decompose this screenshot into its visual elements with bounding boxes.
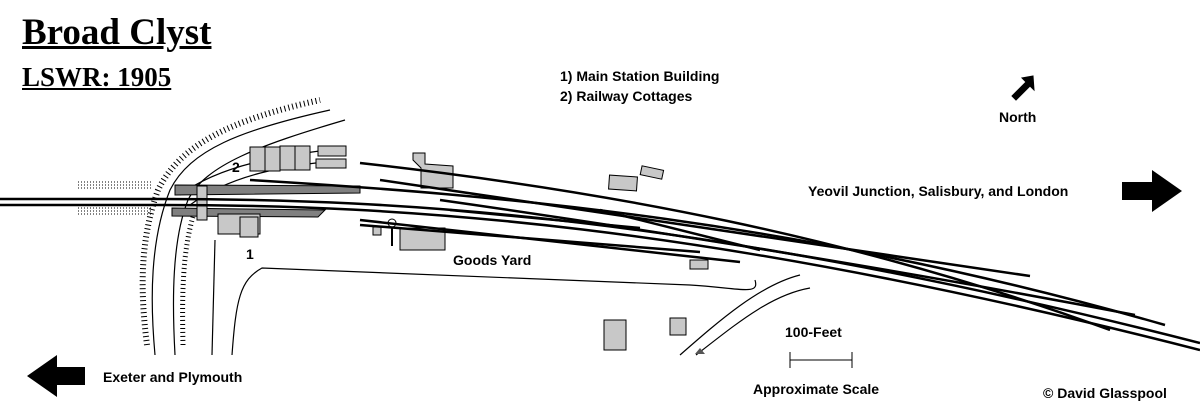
hut — [603, 319, 627, 351]
shed — [317, 145, 347, 157]
copyright: © David Glasspool — [1043, 385, 1167, 401]
road-marker — [695, 348, 705, 354]
railway-tracks — [0, 161, 1200, 352]
down-platform — [171, 207, 327, 218]
cottage — [249, 146, 266, 172]
west-arrow-icon — [27, 355, 85, 397]
marker-1: 1 — [246, 246, 254, 262]
hut — [689, 259, 709, 270]
goods-shed-north — [412, 152, 454, 189]
north-label: North — [999, 109, 1037, 125]
shed — [315, 158, 347, 169]
cutting-hatching — [78, 97, 321, 346]
up-platform — [174, 184, 361, 196]
scale-caption: Approximate Scale — [753, 381, 880, 397]
east-destination-label: Yeovil Junction, Salisbury, and London — [808, 183, 1069, 199]
hut — [372, 226, 382, 236]
legend-item: 1) Main Station Building — [560, 68, 720, 84]
station-annex — [239, 216, 259, 238]
hut — [639, 165, 665, 180]
scale-value: 100-Feet — [785, 324, 842, 340]
east-arrow-icon — [1122, 170, 1182, 212]
buildings — [171, 145, 709, 351]
scale-bar — [789, 352, 853, 368]
marker-2: 2 — [232, 159, 240, 175]
cottage — [264, 146, 281, 172]
goods-yard-label: Goods Yard — [453, 252, 532, 268]
cottage — [294, 145, 311, 171]
west-destination-label: Exeter and Plymouth — [103, 369, 243, 385]
north-arrow-icon — [1011, 75, 1035, 101]
legend-item: 2) Railway Cottages — [560, 88, 693, 104]
map-subtitle: LSWR: 1905 — [22, 62, 172, 92]
footbridge — [196, 185, 208, 221]
cottage — [279, 145, 296, 171]
hut — [669, 317, 687, 336]
legend: 1) Main Station Building 2) Railway Cott… — [560, 66, 719, 106]
map-title: Broad Clyst — [22, 12, 212, 53]
hut — [608, 174, 638, 192]
